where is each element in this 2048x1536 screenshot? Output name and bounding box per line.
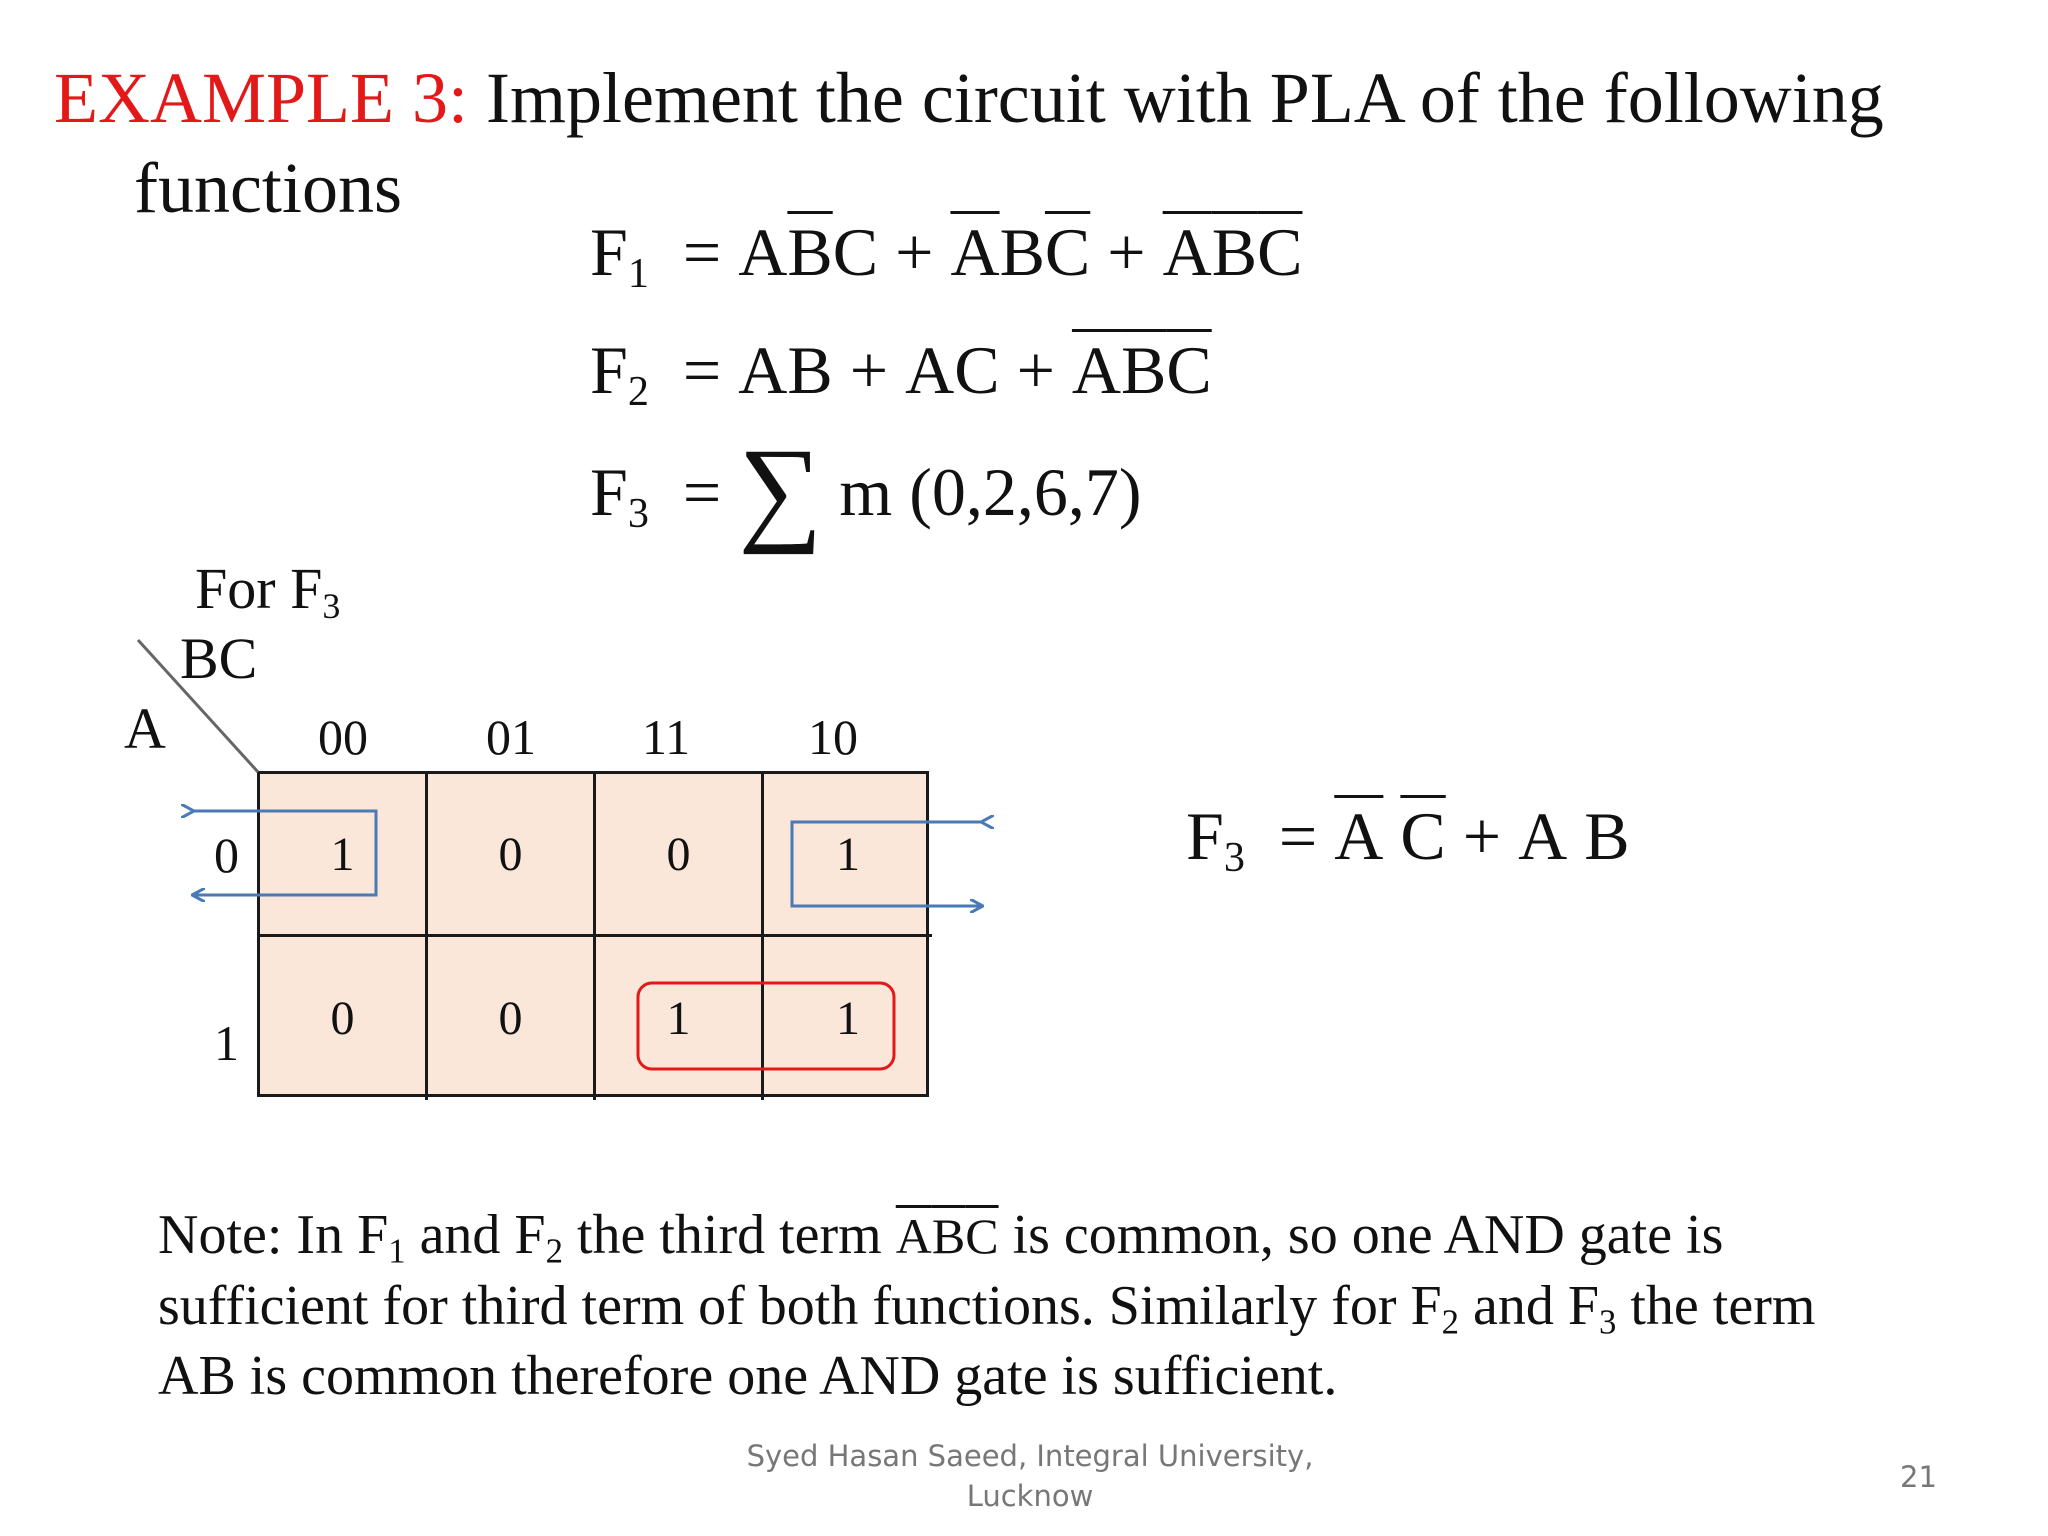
kmap-cell: 0 (428, 774, 596, 937)
sigma-symbol: ∑ (738, 424, 823, 556)
slide-title: EXAMPLE 3: Implement the circuit with PL… (54, 62, 1884, 134)
kmap-cell: 1 (260, 774, 428, 937)
f2-term-2: AC (905, 332, 1000, 408)
kmap-col-variable: BC (180, 626, 258, 691)
kmap-col-label: 11 (642, 709, 691, 765)
kmap-cell: 1 (764, 774, 932, 937)
footer-author: Syed Hasan Saeed, Integral University, (746, 1439, 1314, 1473)
karnaugh-map: 1 0 0 1 0 0 1 1 (257, 771, 932, 1100)
title-continuation: functions (134, 148, 402, 228)
footer-location: Lucknow (966, 1479, 1094, 1513)
f2-term-1: AB (738, 332, 833, 408)
kmap-cell: 0 (428, 937, 596, 1100)
example-label: EXAMPLE 3: (54, 58, 468, 138)
kmap-cell: 1 (836, 992, 860, 1045)
f1-term-2: ABC (950, 214, 1091, 290)
kmap-cell: 0 (596, 774, 764, 937)
kmap-corner-diagonal (136, 638, 260, 774)
f2-term-3: ABC (1071, 332, 1212, 408)
kmap-heading: For F3 (195, 556, 341, 627)
wrap-group-right (790, 822, 982, 906)
footer-credit: Syed Hasan Saeed, Integral University, L… (680, 1436, 1380, 1516)
kmap-row-label: 0 (214, 827, 239, 883)
pair-group (636, 981, 896, 1071)
equation-f2: F2 = AB + AC + ABC (590, 332, 1212, 415)
kmap-col-label: 01 (486, 709, 536, 765)
equation-f3: F3 = ∑ m (0,2,6,7) (590, 424, 1142, 556)
page-number: 21 (1900, 1460, 1937, 1494)
kmap-cell: 1 (596, 937, 764, 1100)
wrap-group-left (193, 811, 378, 895)
note-term: ABC (895, 1208, 999, 1264)
kmap-cell: 0 (260, 937, 428, 1100)
equation-f1: F1 = ABC + ABC + ABC (590, 214, 1303, 297)
f1-term-1: ABC (738, 214, 879, 290)
kmap-result: F3 = A C + A B (1186, 798, 1630, 881)
title-text: Implement the circuit with PLA of the fo… (486, 58, 1884, 138)
kmap-row-variable: A (124, 696, 166, 761)
f3-minterms: m (0,2,6,7) (839, 454, 1142, 530)
kmap-col-label: 00 (318, 709, 368, 765)
kmap-col-label: 10 (808, 709, 858, 765)
kmap-row-label: 1 (214, 1015, 239, 1071)
f1-term-3: ABC (1162, 214, 1303, 290)
note-paragraph: Note: In F1 and F2 the third term ABC is… (158, 1204, 1816, 1407)
